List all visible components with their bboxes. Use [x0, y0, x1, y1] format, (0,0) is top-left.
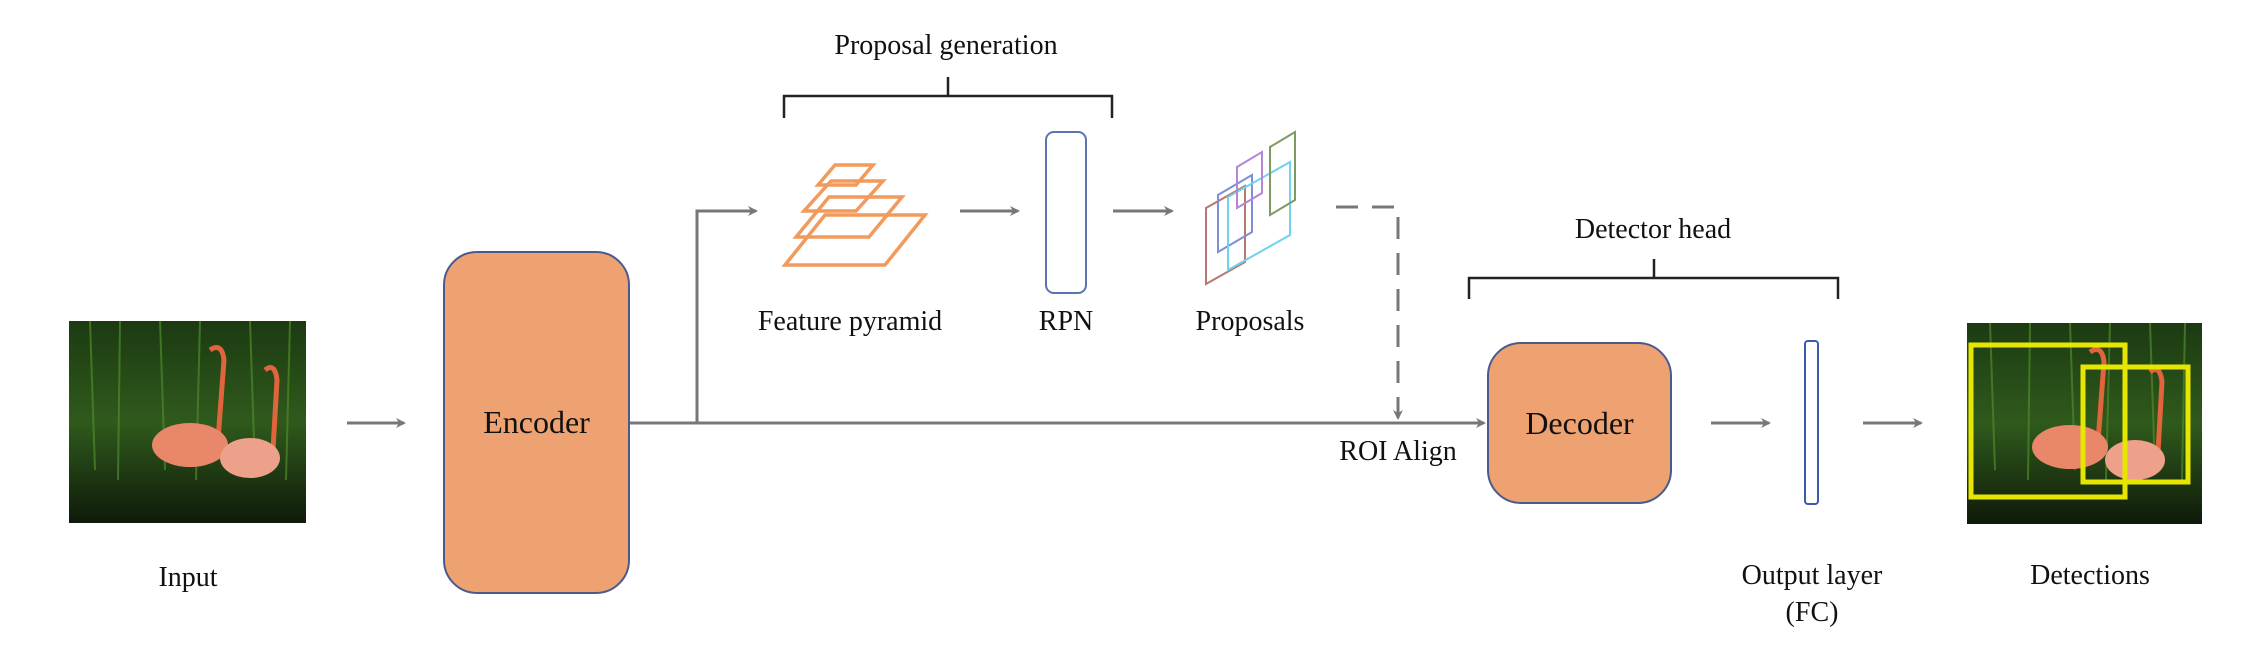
encoder-block: Encoder [443, 251, 630, 594]
output-layer-sublabel: (FC) [1785, 596, 1839, 628]
input-label: Input [158, 561, 218, 593]
input-image [69, 320, 306, 523]
detections-image [1967, 322, 2202, 524]
detections-label: Detections [2030, 559, 2150, 591]
feature-pyramid-icon [781, 163, 929, 267]
rpn-block [1045, 131, 1087, 294]
decoder-label: Decoder [1525, 404, 1634, 441]
dashed-arrow-proposals-to-roi [1336, 205, 1403, 420]
encoder-label: Encoder [483, 404, 590, 440]
roi-align-label: ROI Align [1339, 435, 1457, 467]
feature-pyramid-label: Feature pyramid [757, 305, 943, 337]
detector-head-title: Detector head [1574, 213, 1732, 245]
rpn-label: RPN [1038, 305, 1094, 337]
output-layer-block [1804, 340, 1819, 505]
proposals-icon [1205, 130, 1296, 286]
proposal-generation-title: Proposal generation [834, 29, 1058, 61]
decoder-block: Decoder [1487, 342, 1672, 504]
detection-box-1 [1968, 342, 2128, 500]
output-layer-label: Output layer [1741, 559, 1883, 591]
arrow-encoder-to-pyramid [695, 206, 758, 423]
detector-head-bracket [1467, 259, 1840, 299]
proposal-generation-bracket [782, 77, 1114, 118]
detection-box-2 [2080, 364, 2191, 485]
proposals-label: Proposals [1195, 305, 1305, 337]
